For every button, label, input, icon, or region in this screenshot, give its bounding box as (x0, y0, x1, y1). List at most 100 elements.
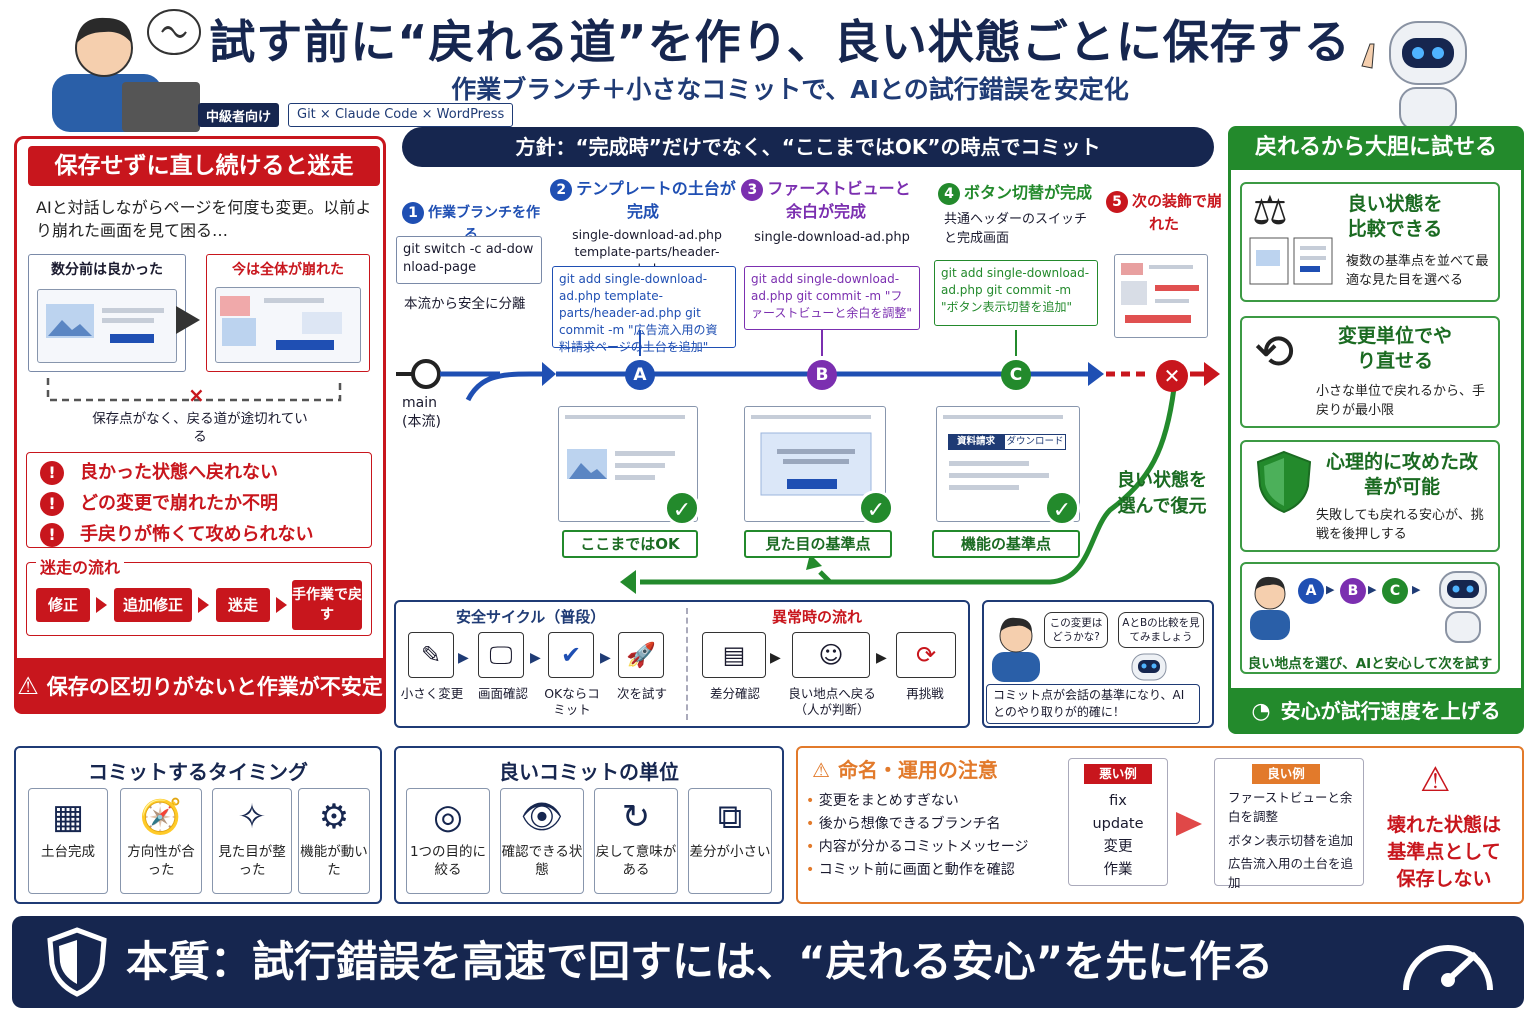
exclamation-icon: ! (40, 492, 64, 516)
arrow-right-icon (198, 597, 209, 613)
timing-item-function: ⚙機能が動いた (298, 788, 370, 894)
checkpoint-functional: 機能の基準点 (932, 530, 1080, 558)
flow-node-c: C (1382, 578, 1408, 604)
arrow-right-icon: ▶ (530, 650, 541, 666)
checkmark-icon: ✓ (664, 490, 700, 526)
benefit-redo-desc: 小さな単位で戻れるから、手戻りが最小限 (1316, 384, 1486, 418)
svg-text:×: × (188, 383, 205, 407)
problem-list (26, 452, 372, 548)
benefit-courage-desc: 失敗しても戻れる安心が、挑戦を後押しする (1316, 508, 1484, 542)
safe-step-2: 画面確認 (477, 686, 528, 701)
compass-icon: 🧭 (139, 797, 183, 837)
main-title: 試す前に“戻れる道”を作り、良い状態ごとに保存する (209, 15, 1351, 69)
commit-node-c: C (1001, 360, 1031, 390)
error-x-icon: ✕ (1156, 360, 1188, 392)
arrow-right-icon: ▶ (458, 650, 469, 666)
abnormal-step-2: 良い地点へ戻る（人が判断） (788, 686, 876, 717)
before-label: 数分前は良かった (51, 262, 163, 278)
main-branch-label: main (本流) (402, 395, 441, 430)
timing-item-direction: 🧭方向性が合った (120, 788, 202, 894)
step-3-code: git add single-download-ad.php git commi… (744, 266, 920, 330)
refresh-icon: ↻ (621, 797, 651, 837)
retry-icon: ⟳ (896, 632, 956, 678)
flow-step-confusion: 迷走 (216, 588, 270, 622)
history-clock-icon: ⟲ (1254, 324, 1295, 380)
arrow-right-icon: ▶ (600, 650, 611, 666)
safe-step-3: OKならコミット (544, 686, 600, 717)
operations-title: ⚠命名・運用の注意 (812, 758, 998, 782)
timing-item-visual: ✧見た目が整った (212, 788, 292, 894)
commit-node-a: A (625, 360, 655, 390)
flow-node-b: B (1340, 578, 1366, 604)
speedometer-icon: ◔ (1251, 699, 1271, 724)
benefit-compare-desc: 複数の基準点を並べて最適な見た目を選べる (1346, 254, 1489, 288)
scale-icon: ⚖ (1252, 188, 1288, 234)
problem-footer: ⚠保存の区切りがないと作業が不安定 (14, 658, 386, 714)
confusion-flow (26, 562, 372, 636)
subtitle: 作業ブランチ＋小さなコミットで、AIとの試行錯誤を安定化 (451, 75, 1129, 104)
unit-item-purpose: ◎1つの目的に絞る (406, 788, 490, 894)
warning-icon: ⚠ (17, 672, 39, 700)
flow-step-manual-revert: 手作業で戻す (292, 580, 362, 630)
arrow-right-icon: ▶ (876, 650, 887, 666)
arrow-right-icon: ▶ (1368, 583, 1377, 596)
after-label: 今は全体が崩れた (232, 262, 344, 278)
level-badge: 中級者向け (198, 103, 280, 127)
broken-path-line: × (46, 378, 342, 407)
diff-icon: ▤ (702, 632, 766, 678)
problem-item-2: !どの変更で崩れたか不明 (40, 489, 278, 516)
bad-examples-label: 悪い例 (1084, 764, 1152, 784)
policy-banner: 方針：“完成時”だけでなく、“ここまではOK”の時点でコミット (402, 127, 1214, 167)
rule-item: • 内容が分かるコミットメッセージ (806, 839, 1029, 855)
rule-item: • 後から想像できるブランチ名 (806, 816, 1001, 832)
before-page-mockup (37, 289, 177, 363)
tab-download-request: 資料請求 (948, 434, 1004, 450)
arrow-right-icon (1176, 812, 1202, 836)
cycle-divider (686, 608, 688, 720)
robot-illustration (1361, 21, 1467, 130)
step-2-code: git add single-download-ad.php template-… (552, 266, 736, 354)
robot-icon (1439, 571, 1487, 643)
ai-chat-bubble: AとBの比較を見てみましょう (1118, 612, 1204, 648)
rule-item: • コミット前に画面と動作を確認 (806, 862, 1015, 878)
arrow-right-icon: ▶ (770, 650, 781, 666)
problem-item-3: !手戻りが怖くて攻められない (40, 520, 313, 547)
timing-item-base: ▦土台完成 (28, 788, 108, 894)
exclamation-icon: ! (40, 523, 64, 547)
user-avatar (1250, 576, 1290, 640)
magic-wand-icon: ✧ (237, 797, 267, 837)
commit-unit-title: 良いコミットの単位 (499, 760, 679, 784)
user-chat-bubble: この変更はどうかな? (1044, 612, 1108, 648)
tab-download: ダウンロード (1004, 434, 1066, 450)
problem-panel-title: 保存せずに直し続けると迷走 (28, 146, 380, 186)
thinking-person-illustration (52, 9, 201, 132)
bottom-message: 本質：試行錯誤を高速で回すには、“戻れる安心”を先に作る (126, 937, 1274, 986)
arrow-right-icon (176, 306, 200, 334)
eye-icon: 👁 (520, 797, 564, 837)
checkmark-icon: ✓ (1044, 490, 1080, 526)
problem-item-1: !良かった状態へ戻れない (40, 458, 278, 485)
tools-badge: Git × Claude Code × WordPress (288, 103, 514, 127)
abnormal-step-1: 差分確認 (709, 686, 760, 701)
speedometer-icon (1403, 945, 1493, 991)
good-examples-list: ファーストビューと余白を調整ボタン表示切替を追加広告流入用の土台を追加 (1228, 790, 1354, 890)
benefit-redo-title: 変更単位でやり直せる (1337, 325, 1452, 372)
benefit-card-redo (1240, 316, 1500, 428)
commit-node-b: B (807, 360, 837, 390)
benefit-compare-title: 良い状態を比較できる (1347, 193, 1443, 240)
bricks-icon: ▦ (51, 797, 85, 837)
warning-icon: ⚠ (812, 758, 830, 782)
unit-item-small-diff: ⧉差分が小さい (688, 788, 772, 894)
arrow-right-icon: ▶ (1412, 583, 1421, 596)
abnormal-step-3: 再挑戦 (906, 686, 944, 701)
step-3-files: single-download-ad.php (754, 230, 910, 245)
checkpoint-visual: 見た目の基準点 (744, 530, 892, 558)
step-1-code: git switch -c ad-download-page (396, 236, 542, 284)
user-avatar (992, 617, 1040, 682)
shield-icon (47, 927, 107, 997)
